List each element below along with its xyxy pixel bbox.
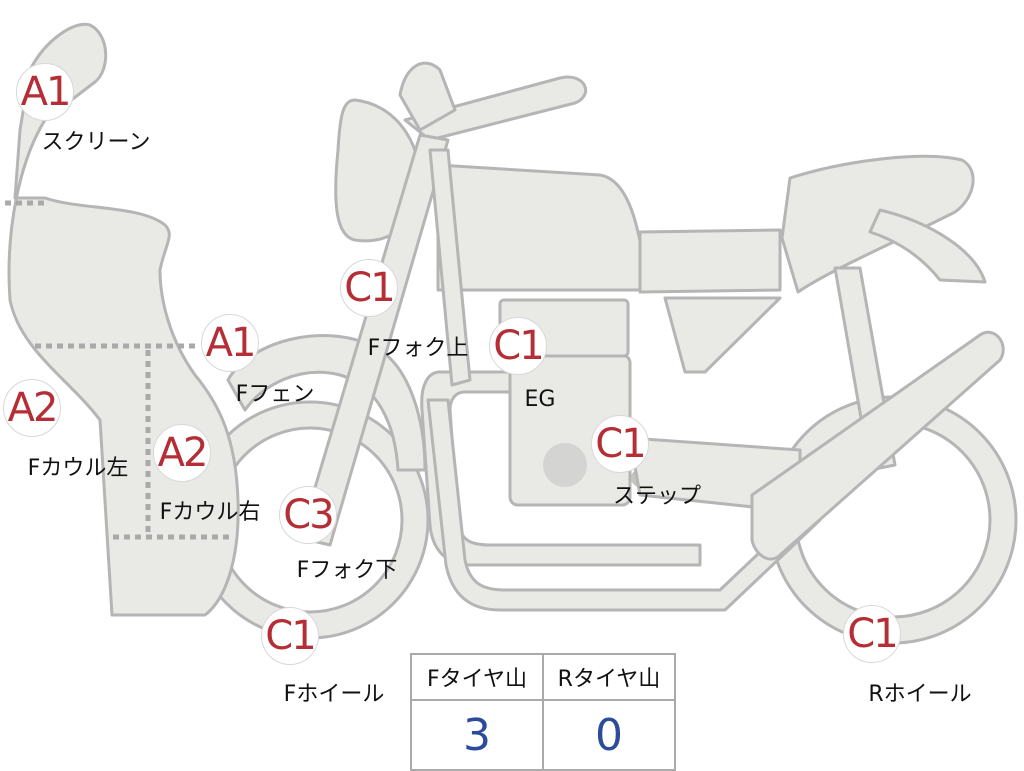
tire-table-value-row: 3 0 (410, 699, 676, 771)
swingarm-shape (750, 331, 1005, 561)
part-label-fwheel: Fホイール (283, 682, 385, 707)
rear-tire-header: Rタイヤ山 (542, 653, 676, 701)
part-label-engine: EG (524, 387, 556, 412)
grade-badge-ffork-lower: C3 (279, 486, 337, 544)
part-label-fcowl-right: Fカウル右 (159, 500, 261, 525)
front-fork-shape (298, 133, 450, 547)
part-label-screen: スクリーン (41, 130, 151, 155)
grade-badge-fwheel: C1 (261, 607, 319, 665)
part-label-fcowl-left: Fカウル左 (27, 456, 129, 481)
front-tire-header: Fタイヤ山 (410, 653, 544, 701)
grade-badge-ffender: A1 (201, 314, 259, 372)
part-label-ffork-lower: Fフォク下 (296, 558, 398, 583)
part-label-rwheel: Rホイール (868, 682, 972, 707)
fuel-tank-shape (436, 163, 650, 292)
grade-badge-engine: C1 (489, 317, 547, 375)
part-label-ffender: Fフェン (235, 382, 315, 407)
grade-badge-fcowl-left: A2 (3, 379, 61, 437)
grade-badge-screen: A1 (16, 63, 74, 121)
grade-badge-rwheel: C1 (843, 605, 901, 663)
grade-badge-step: C1 (591, 415, 649, 473)
front-tire-value: 3 (410, 699, 544, 771)
grade-badge-ffork-upper: C1 (340, 259, 398, 317)
part-label-ffork-upper: Fフォク上 (367, 336, 469, 361)
rear-tire-value: 0 (542, 699, 676, 771)
tire-table-header-row: Fタイヤ山 Rタイヤ山 (410, 653, 676, 701)
tire-tread-table: Fタイヤ山 Rタイヤ山 3 0 (410, 653, 676, 771)
grade-badge-fcowl-right: A2 (153, 424, 211, 482)
part-label-step: ステップ (612, 484, 702, 509)
